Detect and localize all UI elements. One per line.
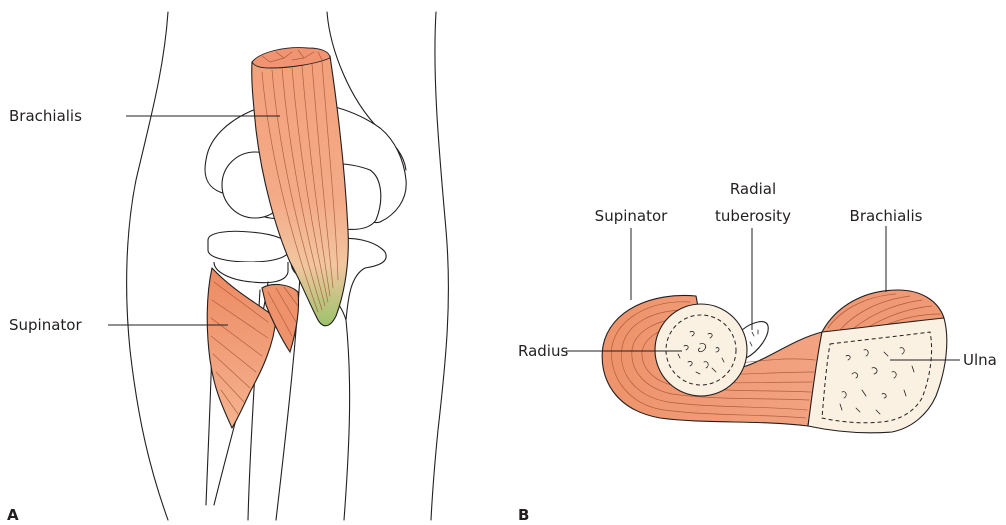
radius-cross-section [655,304,747,396]
brachialis-muscle [252,52,349,326]
label-brachialis-a: Brachialis [9,107,82,125]
panel-a: Brachialis Supinator A [7,12,448,524]
panel-b: Supinator Radial tuberosity Brachialis R… [518,180,997,524]
panel-letter-a: A [7,506,19,524]
label-radial-tuberosity-2: tuberosity [715,207,791,225]
arm-outline-left [127,12,168,520]
radius-head [208,231,290,262]
label-ulna: Ulna [963,351,997,369]
panel-letter-b: B [518,506,529,524]
label-radius: Radius [518,342,568,360]
label-supinator-a: Supinator [9,316,82,334]
radius-neck [214,262,288,283]
label-supinator-b: Supinator [595,207,668,225]
label-brachialis-b: Brachialis [850,207,923,225]
label-radial-tuberosity-1: Radial [730,180,776,198]
arm-outline-right [431,12,448,520]
ulna-cross-section [808,318,947,433]
